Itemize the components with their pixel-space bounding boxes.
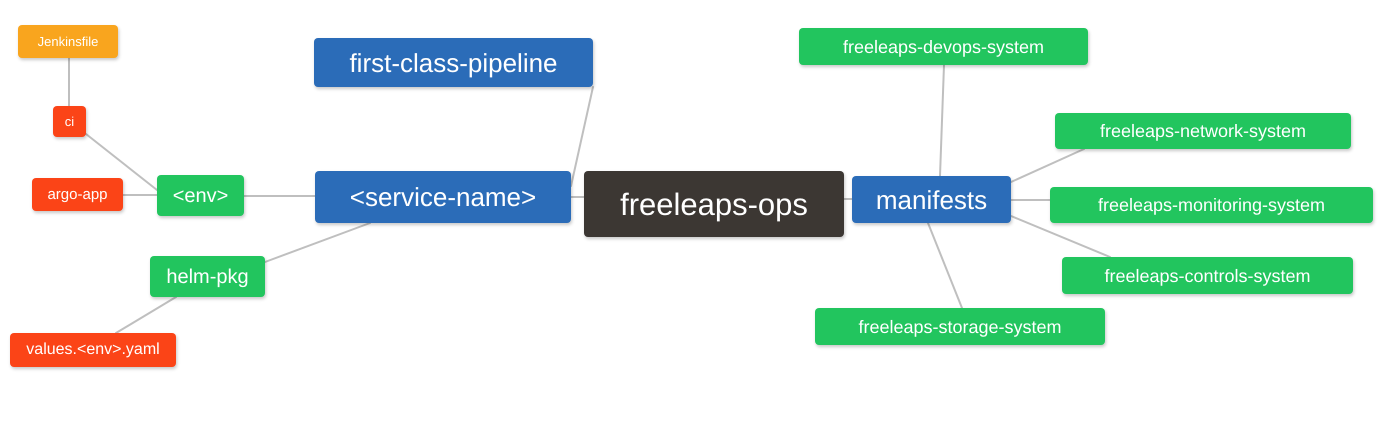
node-values-yaml[interactable]: values.<env>.yaml: [10, 333, 176, 367]
node-service-name[interactable]: <service-name>: [315, 171, 571, 223]
edge-manifests-to-devops: [939, 64, 945, 177]
node-pipeline[interactable]: first-class-pipeline: [314, 38, 593, 87]
node-jenkinsfile[interactable]: Jenkinsfile: [18, 25, 118, 58]
edge-helm-pkg-to-values-yaml: [115, 296, 177, 334]
edge-service-name-to-helm-pkg: [264, 222, 371, 263]
edge-manifests-to-storage: [927, 222, 963, 309]
node-devops[interactable]: freeleaps-devops-system: [799, 28, 1088, 65]
node-network[interactable]: freeleaps-network-system: [1055, 113, 1351, 149]
node-controls[interactable]: freeleaps-controls-system: [1062, 257, 1353, 294]
node-freeleaps-ops[interactable]: freeleaps-ops: [584, 171, 844, 237]
node-monitoring[interactable]: freeleaps-monitoring-system: [1050, 187, 1373, 223]
node-env[interactable]: <env>: [157, 175, 244, 216]
node-manifests[interactable]: manifests: [852, 176, 1011, 223]
node-helm-pkg[interactable]: helm-pkg: [150, 256, 265, 297]
node-ci[interactable]: ci: [53, 106, 86, 137]
node-storage[interactable]: freeleaps-storage-system: [815, 308, 1105, 345]
edge-manifests-to-network: [1010, 148, 1085, 183]
node-argo-app[interactable]: argo-app: [32, 178, 123, 211]
